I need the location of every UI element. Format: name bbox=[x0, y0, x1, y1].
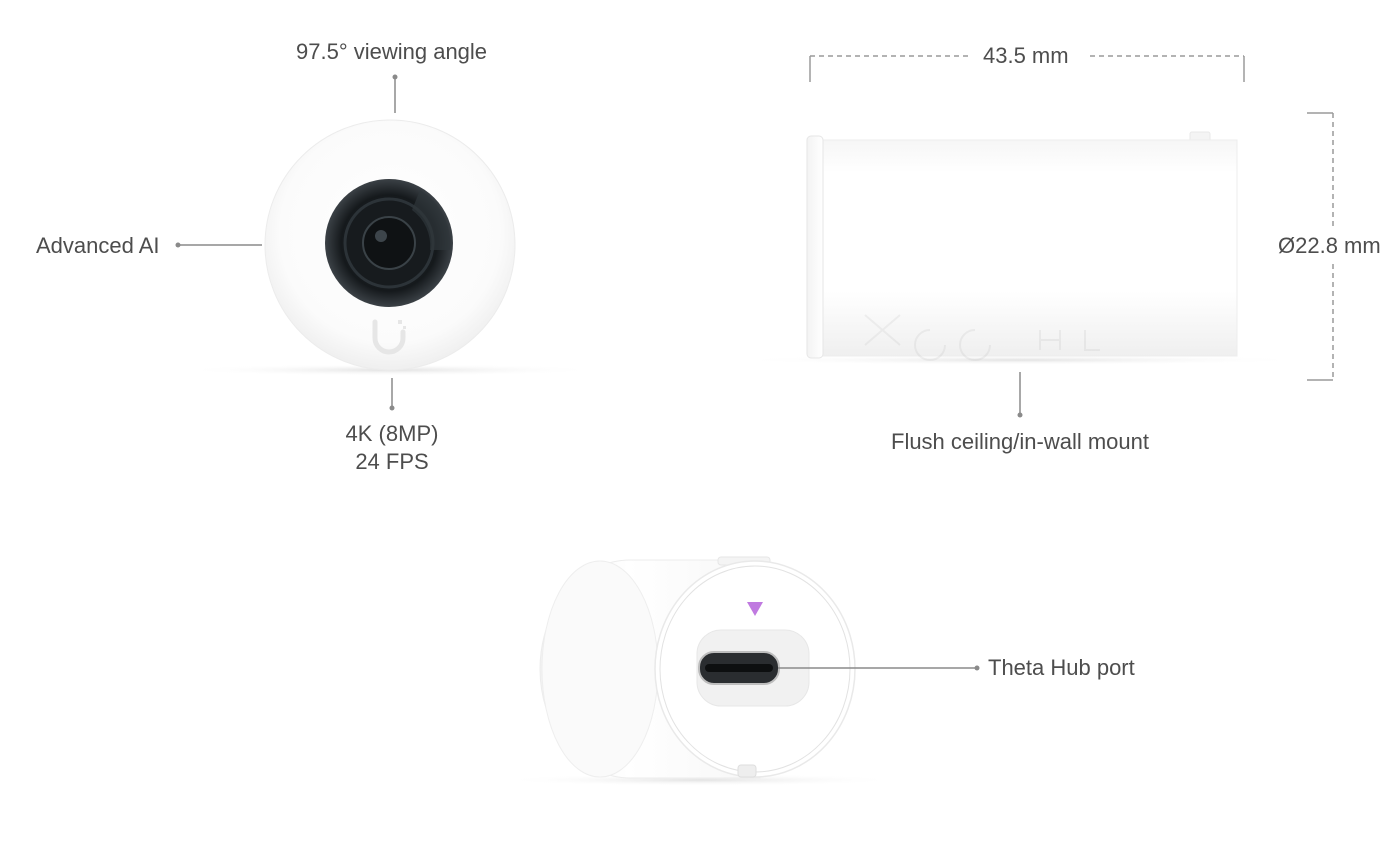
back-leader-line bbox=[778, 665, 980, 671]
brand-logo-icon bbox=[372, 319, 406, 355]
side-view-camera bbox=[730, 131, 1310, 365]
fps-label: 24 FPS bbox=[355, 449, 429, 474]
side-body bbox=[814, 139, 1238, 357]
viewing-angle-label: 97.5° viewing angle bbox=[296, 39, 488, 64]
dimension-lines bbox=[809, 55, 1334, 381]
usb-c-tongue bbox=[705, 664, 773, 672]
advanced-ai-label: Advanced AI bbox=[36, 233, 160, 258]
back-view-camera bbox=[500, 556, 900, 786]
side-markings bbox=[864, 314, 1100, 361]
lens-glass bbox=[362, 216, 416, 270]
alignment-indicator-icon bbox=[747, 602, 763, 616]
front-view-camera bbox=[180, 119, 600, 376]
theta-hub-port-label: Theta Hub port bbox=[988, 655, 1135, 680]
lens-glare bbox=[412, 190, 451, 250]
side-shadow bbox=[730, 355, 1310, 365]
length-dimension-label: 43.5 mm bbox=[983, 43, 1069, 68]
side-front-rim bbox=[806, 135, 824, 359]
mount-label: Flush ceiling/in-wall mount bbox=[891, 429, 1149, 454]
back-cylinder-end bbox=[541, 560, 659, 778]
resolution-label: 4K (8MP) bbox=[345, 421, 439, 446]
lens-reflection bbox=[375, 230, 387, 242]
back-notch bbox=[737, 764, 757, 778]
diameter-dimension-label: Ø22.8 mm bbox=[1278, 233, 1381, 258]
front-leader-lines bbox=[175, 74, 398, 411]
side-leader-line bbox=[1017, 372, 1023, 418]
